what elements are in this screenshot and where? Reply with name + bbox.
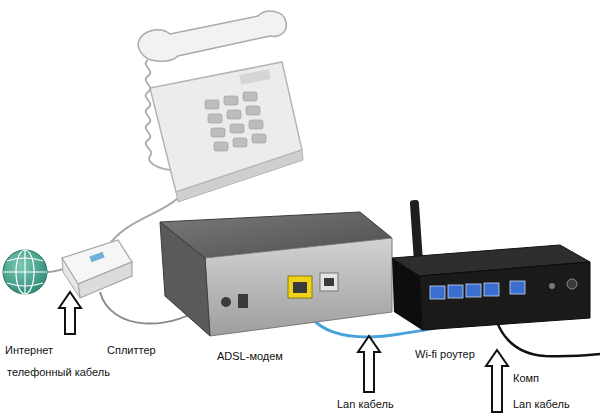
device-label: ADSL-модем (216, 350, 284, 363)
cable-label: Lan кабель (336, 398, 395, 411)
wifi-router (392, 200, 590, 330)
telephone (138, 11, 303, 202)
internet-globe (3, 250, 47, 294)
splitter (62, 240, 132, 298)
device-label: Wi-fi роутер (414, 348, 476, 361)
device-label: Сплиттер (106, 344, 157, 357)
cable-label: телефонный кабель (6, 366, 111, 379)
pointer-arrow (358, 336, 380, 392)
device-label: Комп (512, 372, 540, 385)
adsl-modem (160, 212, 392, 336)
cable-label: Lan кабель (512, 398, 571, 411)
pointer-arrow (486, 350, 508, 412)
place-label: Интернет (4, 344, 54, 357)
pointer-arrow (59, 292, 81, 334)
